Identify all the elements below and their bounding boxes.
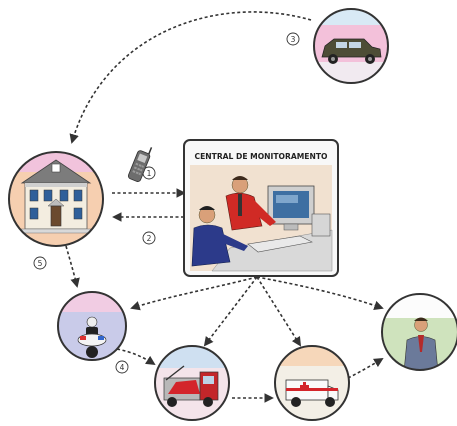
- step-3-label: 3: [291, 35, 296, 44]
- monitoring-operators-icon: [191, 176, 333, 272]
- step-5-label: 5: [38, 259, 43, 268]
- arrow-suv-to-house: [69, 11, 312, 144]
- arrow-central-to-moto: [130, 276, 258, 311]
- step-5: 5: [33, 256, 47, 270]
- arrow-amb-to-man: [347, 358, 384, 379]
- step-2: 2: [142, 231, 156, 245]
- central-title: CENTRAL DE MONITORAMENTO: [195, 152, 328, 161]
- arrow-house-to-moto: [65, 245, 80, 288]
- motorcycle-node: [57, 291, 127, 361]
- police-motorcycle-icon: [77, 316, 107, 358]
- tow-node: [154, 345, 230, 421]
- arrow-central-to-man: [256, 276, 384, 310]
- step-4-label: 4: [120, 363, 125, 372]
- ambulance-node: [274, 345, 350, 421]
- ambulance-icon: [285, 379, 339, 407]
- tow-truck-icon: [163, 365, 219, 407]
- step-1-label: 1: [147, 169, 152, 178]
- house-node: [8, 151, 104, 247]
- suv-node: [313, 8, 389, 84]
- manager-node: [381, 293, 457, 371]
- arrows: [65, 11, 384, 403]
- mobile-phone-icon: [127, 147, 153, 182]
- step-4: 4: [115, 360, 129, 374]
- house-icon: [20, 159, 92, 234]
- step-2-label: 2: [147, 234, 152, 243]
- step-3: 3: [286, 32, 300, 46]
- central-box: CENTRAL DE MONITORAMENTO: [183, 139, 339, 277]
- arrow-central-to-amb: [256, 276, 302, 347]
- suv-icon: [321, 38, 382, 64]
